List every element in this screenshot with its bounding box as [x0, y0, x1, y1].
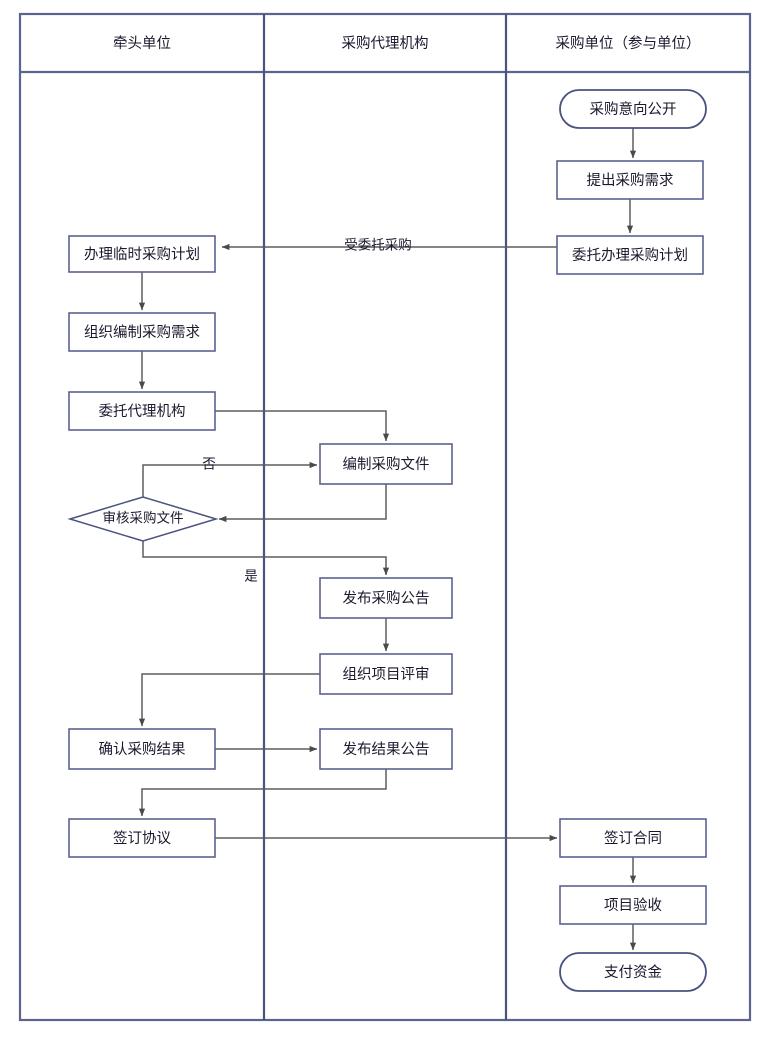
- node-label: 项目验收: [604, 897, 662, 914]
- node-shape-rect: [68, 728, 216, 770]
- node-shape-rect: [556, 235, 704, 275]
- node-shape-stadium: [559, 952, 707, 992]
- edge-compile-doc-to-review: [218, 484, 387, 523]
- node-shape-rect: [559, 885, 707, 925]
- node-label: 采购意向公开: [590, 100, 677, 118]
- edge-labels: 受委托采购 否 是: [202, 238, 412, 584]
- node-label: 发布结果公告: [343, 741, 430, 758]
- node-label: 编制采购文件: [343, 456, 430, 473]
- edge-review-no-to-compile-doc: [142, 461, 318, 497]
- node-delegate-purchase-plan[interactable]: 委托办理采购计划: [556, 235, 704, 275]
- node-shape-rect: [319, 728, 453, 770]
- edge-evaluation-to-confirm-result: [138, 673, 320, 727]
- node-sign-contract[interactable]: 签订合同: [559, 818, 707, 858]
- node-label: 支付资金: [604, 964, 662, 981]
- lane-header-buyer: 采购单位（参与单位）: [556, 35, 701, 52]
- node-review-purchase-document[interactable]: 审核采购文件: [67, 496, 219, 542]
- connectors: [138, 128, 637, 951]
- edge-label-no: 否: [202, 457, 216, 472]
- edge-publish-result-to-sign-agreement: [138, 769, 387, 817]
- node-shape-rect: [68, 818, 216, 858]
- node-shape-rect: [68, 312, 216, 352]
- node-payment-of-funds[interactable]: 支付资金: [559, 952, 707, 992]
- node-label: 组织编制采购需求: [84, 324, 200, 341]
- lane-headers: 牵头单位 采购代理机构 采购单位（参与单位）: [113, 35, 701, 52]
- node-label: 办理临时采购计划: [84, 246, 200, 263]
- swimlane-frame: [18, 12, 752, 1022]
- edge-label-delegated-purchase: 受委托采购: [344, 238, 412, 253]
- node-shape-rect: [559, 818, 707, 858]
- lane-header-lead: 牵头单位: [113, 35, 171, 52]
- node-shape-rect: [319, 443, 453, 485]
- node-compile-purchase-document[interactable]: 编制采购文件: [319, 443, 453, 485]
- node-label: 委托代理机构: [99, 403, 186, 420]
- node-label: 签订合同: [604, 830, 662, 847]
- node-publish-result-notice[interactable]: 发布结果公告: [319, 728, 453, 770]
- edge-entrust-agency-to-compile-doc: [215, 410, 390, 442]
- edge-review-yes-to-publish-notice: [142, 541, 390, 576]
- node-handle-temporary-plan[interactable]: 办理临时采购计划: [68, 235, 216, 273]
- node-shape-stadium: [559, 89, 707, 129]
- node-shape-rect: [68, 391, 216, 431]
- node-organize-compile-demand[interactable]: 组织编制采购需求: [68, 312, 216, 352]
- node-shape-rect: [319, 577, 453, 619]
- node-organize-project-evaluation[interactable]: 组织项目评审: [319, 653, 453, 695]
- node-label: 委托办理采购计划: [572, 247, 688, 264]
- node-confirm-purchase-result[interactable]: 确认采购结果: [68, 728, 216, 770]
- node-label: 发布采购公告: [343, 590, 430, 607]
- node-submit-purchase-demand[interactable]: 提出采购需求: [556, 160, 704, 200]
- node-shape-rect: [319, 653, 453, 695]
- node-label: 组织项目评审: [343, 666, 430, 683]
- node-entrust-agency[interactable]: 委托代理机构: [68, 391, 216, 431]
- node-project-acceptance[interactable]: 项目验收: [559, 885, 707, 925]
- lane-header-agency: 采购代理机构: [342, 35, 429, 52]
- node-shape-rect: [556, 160, 704, 200]
- node-shape-diamond: [67, 496, 219, 542]
- node-label: 签订协议: [113, 830, 171, 847]
- node-publish-purchase-notice[interactable]: 发布采购公告: [319, 577, 453, 619]
- edge-label-yes: 是: [244, 569, 258, 584]
- node-label: 确认采购结果: [99, 741, 186, 758]
- node-sign-agreement[interactable]: 签订协议: [68, 818, 216, 858]
- node-label: 提出采购需求: [587, 172, 674, 189]
- node-label: 审核采购文件: [103, 511, 184, 526]
- diagram-outer-border: [18, 12, 752, 1022]
- node-shape-rect: [68, 235, 216, 273]
- node-purchase-intent-disclosure[interactable]: 采购意向公开: [559, 89, 707, 129]
